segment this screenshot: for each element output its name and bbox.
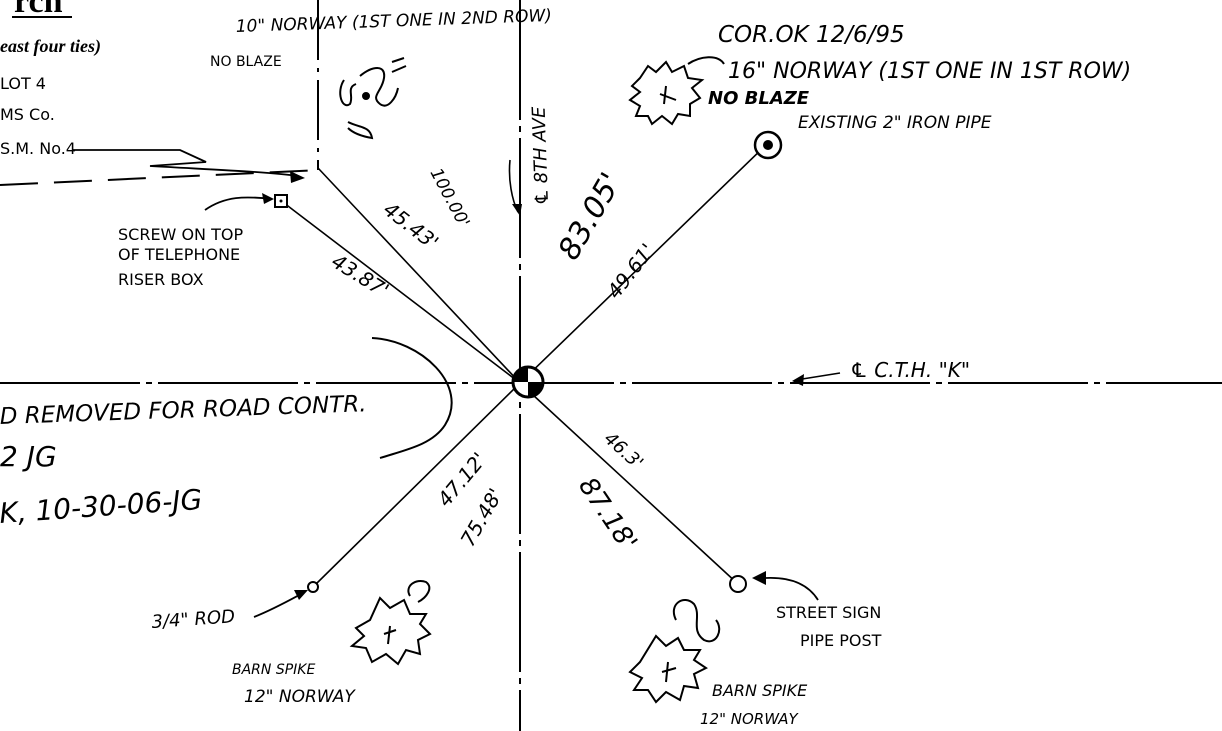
label-barn-spike-left: BARN SPIKE: [232, 662, 315, 678]
cth-k-arrowhead: [792, 374, 804, 386]
tie-line-screw: [283, 202, 521, 384]
tie-line-iron-pipe: [519, 143, 768, 384]
label-street-sign-2: PIPE POST: [800, 631, 882, 650]
dist-46-3: 46.3': [600, 428, 648, 474]
sign-post-marker: [729, 575, 747, 593]
dist-100: 100.00': [426, 165, 474, 231]
label-avenue: ℄ 8TH AVE: [529, 106, 553, 206]
dist-87-18: 87.18': [572, 472, 642, 556]
header-title-fragment: rch: [14, 0, 63, 20]
label-screw-1: SCREW ON TOP: [118, 225, 243, 244]
tree-12in-norway-right-sketch: [628, 599, 721, 704]
screw-arrowhead: [262, 193, 274, 204]
header-company: MS Co.: [0, 105, 55, 124]
lot-line-upper-left: [0, 169, 321, 186]
note-removed: D REMOVED FOR ROAD CONTR.: [0, 391, 367, 430]
tie-line-rod: [314, 382, 521, 586]
sign-arrow: [765, 577, 819, 601]
label-iron-pipe: EXISTING 2" IRON PIPE: [798, 113, 992, 133]
csm-arrowhead: [290, 171, 305, 183]
avenue-arrowhead: [512, 204, 522, 216]
label-norway-16: 16" NORWAY (1ST ONE IN 1ST ROW): [728, 59, 1131, 84]
header-note-ties: east four ties): [0, 36, 101, 57]
iron-pipe-marker: [753, 130, 783, 160]
label-barn-spike-right: BARN SPIKE: [712, 681, 808, 700]
removed-note-curve: [371, 337, 453, 459]
tie-line-sign-post: [519, 382, 739, 585]
label-street-sign-1: STREET SIGN: [776, 603, 881, 622]
label-norway-12-right: 12" NORWAY: [700, 710, 800, 728]
tie-line-lot-corner: [317, 167, 521, 384]
dist-43-87: 43.87': [327, 249, 393, 303]
rod-marker: [307, 581, 319, 593]
label-cor-ok: COR.OK 12/6/95: [718, 22, 905, 48]
label-no-blaze-right: NO BLAZE: [708, 88, 810, 109]
rod-arrow: [253, 592, 304, 618]
note-initials: 2 JG: [0, 440, 57, 473]
dist-49-61: 49.61': [602, 239, 660, 303]
screw-marker: [274, 194, 288, 208]
label-rod: 3/4" ROD: [151, 606, 236, 633]
label-no-blaze-left: NO BLAZE: [210, 54, 282, 70]
label-screw-3: RISER BOX: [118, 270, 204, 289]
dist-45-43: 45.43': [379, 197, 443, 255]
header-csm: S.M. No.4: [0, 139, 76, 158]
section-corner-monument: [511, 365, 545, 399]
tree-12in-norway-left-sketch: [349, 580, 432, 666]
label-norway-10: 10" NORWAY (1ST ONE IN 2ND ROW): [235, 6, 552, 37]
label-cth-k: ℄ C.T.H. "K": [850, 358, 970, 382]
tree-10in-norway-sketch: [339, 57, 407, 140]
csm-arrow: [72, 149, 299, 177]
label-norway-12-left: 12" NORWAY: [244, 687, 356, 707]
header-lot: LOT 4: [0, 74, 46, 93]
sign-arrowhead: [752, 571, 766, 585]
note-ok-date: K, 10-30-06-JG: [0, 483, 203, 530]
rod-arrowhead: [294, 590, 308, 600]
dist-83-05: 83.05': [552, 167, 629, 266]
screw-arrow: [204, 196, 273, 211]
label-screw-2: OF TELEPHONE: [118, 245, 240, 264]
tree-16in-norway-sketch: [628, 56, 725, 126]
